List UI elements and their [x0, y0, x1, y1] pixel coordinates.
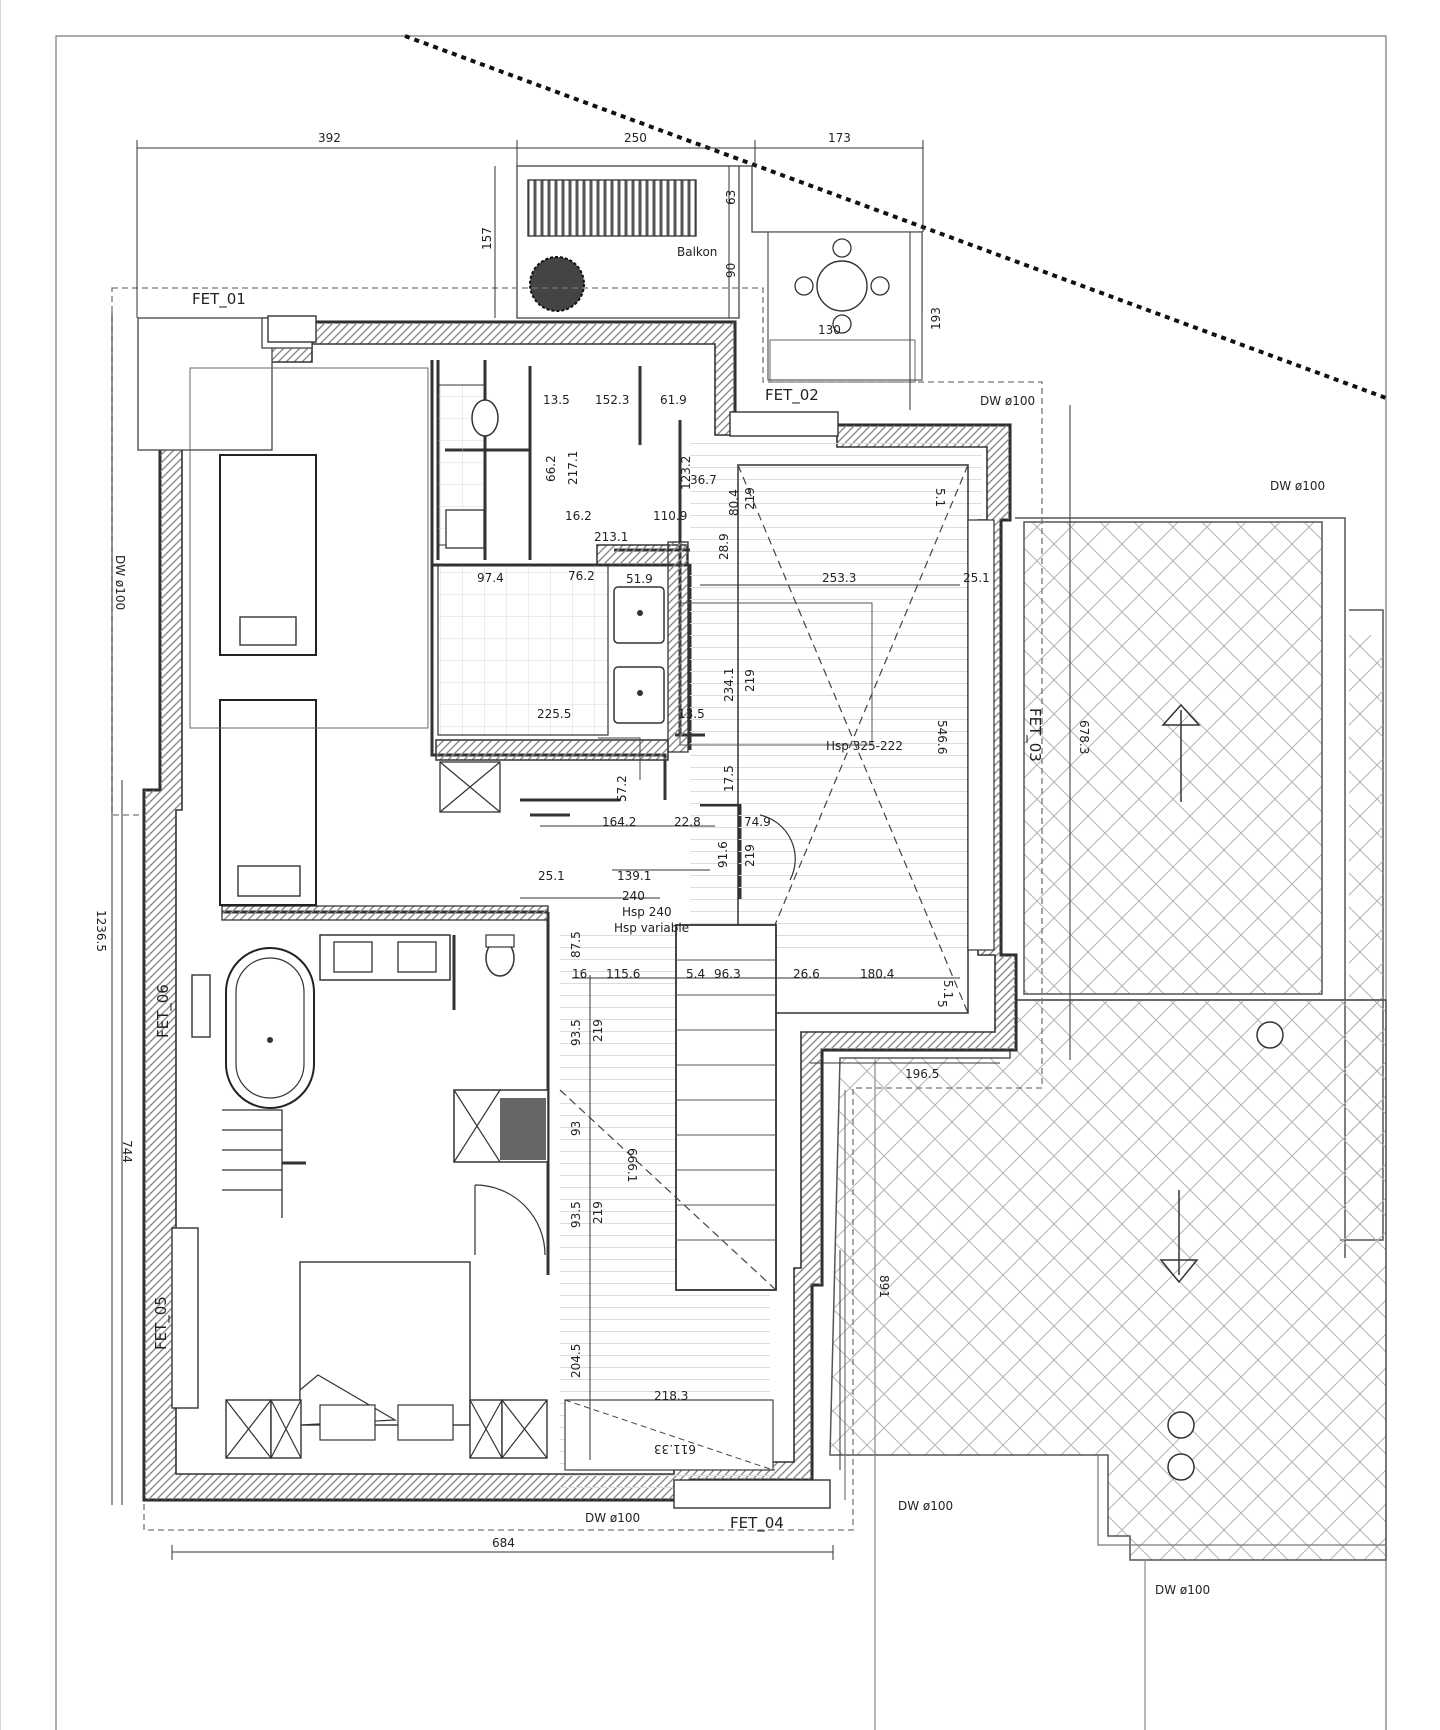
dim-label: 204.5	[569, 1344, 583, 1378]
dim-label: 152.3	[595, 393, 629, 407]
dim-label: Hsp 325-222	[826, 739, 903, 753]
dim-label: 219	[743, 669, 757, 692]
stair	[559, 924, 777, 1490]
terrace-south	[829, 999, 1387, 1730]
dim-label: 253.3	[822, 571, 856, 585]
dim-label: 22.8	[674, 815, 701, 829]
dim-label: 115.6	[606, 967, 640, 981]
dim-label: 678.3	[1077, 720, 1091, 754]
dim-label: 17.5	[722, 765, 736, 792]
window-label-fet06: FET_06	[154, 984, 173, 1038]
dim-label: 74.9	[744, 815, 771, 829]
dim-label: 16.2	[565, 509, 592, 523]
dim-label: 392	[318, 131, 341, 145]
drain-label: DW ø100	[980, 394, 1035, 408]
dim-label: 36.7	[690, 473, 717, 487]
dim-label: 164.2	[602, 815, 636, 829]
dim-label: 93	[569, 1121, 583, 1136]
dim-label: 225.5	[537, 707, 571, 721]
plan-labels: FET_01 FET_02 FET_03 FET_04 FET_05 FET_0…	[94, 131, 1325, 1597]
dim-label: 196.5	[905, 1067, 939, 1081]
balcony-north	[516, 165, 923, 383]
dim-label: 546.6	[935, 720, 949, 754]
dim-label: 139.1	[617, 869, 651, 883]
dim-label: 219	[743, 487, 757, 510]
dim-label: 684	[492, 1536, 515, 1550]
window-frames	[171, 315, 839, 1509]
dim-label: 250	[624, 131, 647, 145]
storage-cabinets	[189, 367, 429, 906]
sheet-frame	[0, 0, 1387, 1730]
dim-label: 13.5	[543, 393, 570, 407]
dim-label: 110.9	[653, 509, 687, 523]
dim-label: 16	[572, 967, 587, 981]
drain-label: DW ø100	[113, 555, 127, 610]
bathroom-main	[437, 384, 665, 813]
dim-label: 218.3	[654, 1389, 688, 1403]
bedroom-3-floor	[679, 440, 995, 1014]
window-label-fet03: FET_03	[1025, 708, 1044, 762]
dim-label: 51.9	[626, 572, 653, 586]
drain-label: DW ø100	[585, 1511, 640, 1525]
dim-label: 66.2	[544, 455, 558, 482]
dim-label: 96.3	[714, 967, 741, 981]
drain-label: DW ø100	[1270, 479, 1325, 493]
dim-label: 13.5	[678, 707, 705, 721]
dim-label: 173	[828, 131, 851, 145]
wardrobe-hatch	[221, 541, 689, 921]
dim-label: 240	[622, 889, 645, 903]
dim-label: 5	[935, 1000, 949, 1008]
dim-label: 61.9	[660, 393, 687, 407]
dim-label: 97.4	[477, 571, 504, 585]
dim-label: 28.9	[717, 533, 731, 560]
dim-label: 80.4	[727, 489, 741, 516]
dim-label: 219	[743, 844, 757, 867]
dim-label: Hsp 240	[622, 905, 672, 919]
bedroom-2	[222, 814, 796, 1459]
room-label-balcony: Balkon	[677, 245, 717, 259]
dim-label: 744	[120, 1140, 134, 1163]
dim-label: 666.1	[625, 1148, 639, 1182]
dim-label: 611.33	[654, 1442, 696, 1456]
dim-label: 891	[877, 1275, 891, 1298]
drain-label: DW ø100	[1155, 1583, 1210, 1597]
roof-outline	[111, 287, 1043, 1531]
dim-label: 130	[818, 323, 841, 337]
dim-label: 87.5	[569, 931, 583, 958]
dim-label: 90	[724, 263, 738, 278]
dim-label: 93.5	[569, 1019, 583, 1046]
window-label-fet02: FET_02	[765, 386, 819, 405]
dim-label: 5.1	[933, 488, 947, 507]
dim-label: 123.2	[679, 456, 693, 490]
dim-label: 157	[480, 227, 494, 250]
dim-label: 91.6	[716, 841, 730, 868]
dim-label: 217.1	[566, 451, 580, 485]
dim-label: 5.1	[941, 980, 955, 999]
dim-label: 25.1	[963, 571, 990, 585]
dim-label: 1236.5	[94, 910, 108, 952]
drain-label: DW ø100	[898, 1499, 953, 1513]
dim-label: 213.1	[594, 530, 628, 544]
dim-label: Hsp variable	[614, 921, 689, 935]
dim-label: 26.6	[793, 967, 820, 981]
dim-label: 93.5	[569, 1201, 583, 1228]
dim-label: 193	[929, 307, 943, 330]
window-label-fet01: FET_01	[192, 290, 246, 309]
dimension-lines	[111, 140, 1071, 1560]
dim-label: 57.2	[615, 775, 629, 802]
dim-label: 25.1	[538, 869, 565, 883]
window-label-fet04: FET_04	[730, 1514, 784, 1533]
window-label-fet05: FET_05	[152, 1296, 171, 1350]
dim-label: 234.1	[722, 668, 736, 702]
dim-label: 219	[591, 1201, 605, 1224]
dim-label: 63	[724, 190, 738, 205]
dim-label: 5.4	[686, 967, 705, 981]
property-line	[404, 34, 1387, 400]
dim-label: 180.4	[860, 967, 894, 981]
dim-label: 219	[591, 1019, 605, 1042]
dim-label: 76.2	[568, 569, 595, 583]
